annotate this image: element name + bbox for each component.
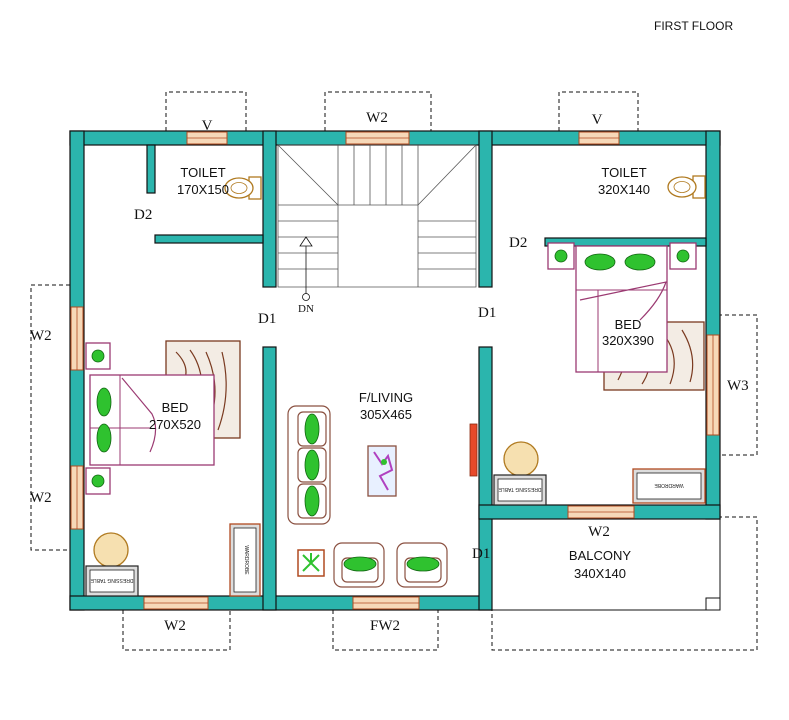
toilet-left-size: 170X150 [177,182,229,197]
living-name: F/LIVING [359,390,413,405]
projection-outlines [30,91,758,651]
window-fw2-bottom: FW2 [370,618,400,634]
window-w2-balcony: W2 [588,524,610,540]
dressing-table-right-label: DRESSING TABLE [498,486,542,492]
window-w2-left-upper: W2 [30,328,52,344]
wc-right [667,175,706,199]
wardrobe-right-label: WARDROBE [654,482,684,488]
armchair-right [396,542,448,588]
bed-left-name: BED [162,400,189,415]
window-w3-right: W3 [727,378,749,394]
wc-left [224,176,262,200]
dressing-table-left-label: DRESSING TABLE [90,577,134,583]
window-v-right: V [592,112,603,128]
bed-right [547,242,705,391]
floor-title: FIRST FLOOR [654,19,733,33]
toilet-right-size: 320X140 [598,182,650,197]
window-frames [70,131,720,610]
door-d1-left: D1 [258,311,276,327]
stair-direction-label: DN [298,303,314,315]
door-d1-balcony: D1 [472,546,490,562]
staircase [277,144,477,301]
wardrobe-right: WARDROBE [632,468,706,504]
living-size: 305X465 [360,407,412,422]
door-d2-left: D2 [134,207,152,223]
dressing-table-right: DRESSING TABLE [493,441,547,506]
armchair-left [333,542,385,588]
bed-left [85,340,241,495]
wardrobe-left-label: WARDROBE [243,545,249,575]
balcony-name: BALCONY [569,548,631,563]
toilet-left-name: TOILET [180,165,225,180]
bed-left-size: 270X520 [149,417,201,432]
bed-right-size: 320X390 [602,333,654,348]
wardrobe-left: WARDROBE [229,523,261,597]
door-frame-red [469,423,478,477]
balcony-size: 340X140 [574,566,626,581]
window-w2-left-lower: W2 [30,490,52,506]
window-w2-top: W2 [366,110,388,126]
sofa-three-seater [287,405,331,525]
window-w2-bottom: W2 [164,618,186,634]
dressing-table-left: DRESSING TABLE [85,532,139,597]
coffee-table [367,445,397,497]
door-d1-right: D1 [478,305,496,321]
plant-pot [297,549,325,577]
toilet-right-name: TOILET [601,165,646,180]
balcony-outline [492,519,721,611]
window-v-left: V [202,118,213,134]
bed-right-name: BED [615,317,642,332]
door-d2-right: D2 [509,235,527,251]
